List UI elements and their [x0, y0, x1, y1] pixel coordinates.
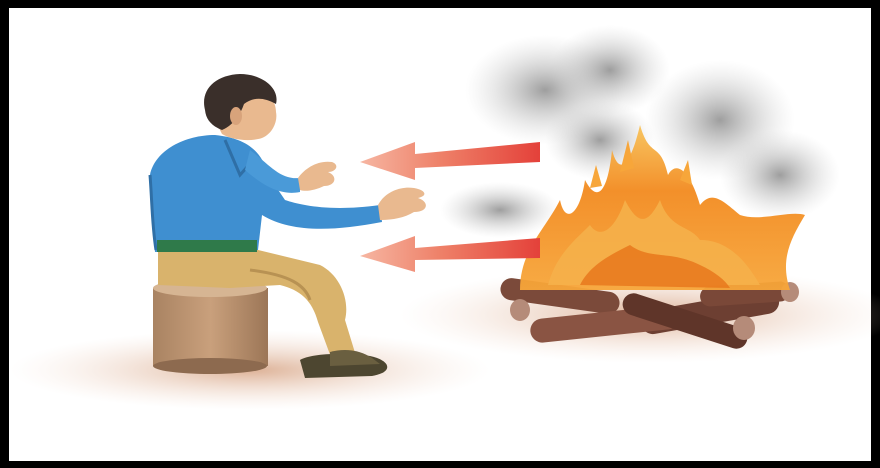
heat-arrow-icon	[360, 142, 540, 180]
shirt	[150, 135, 382, 252]
tree-stump	[153, 279, 268, 374]
heat-arrow-icon	[360, 236, 540, 272]
hand	[378, 188, 426, 220]
hand	[298, 162, 336, 191]
